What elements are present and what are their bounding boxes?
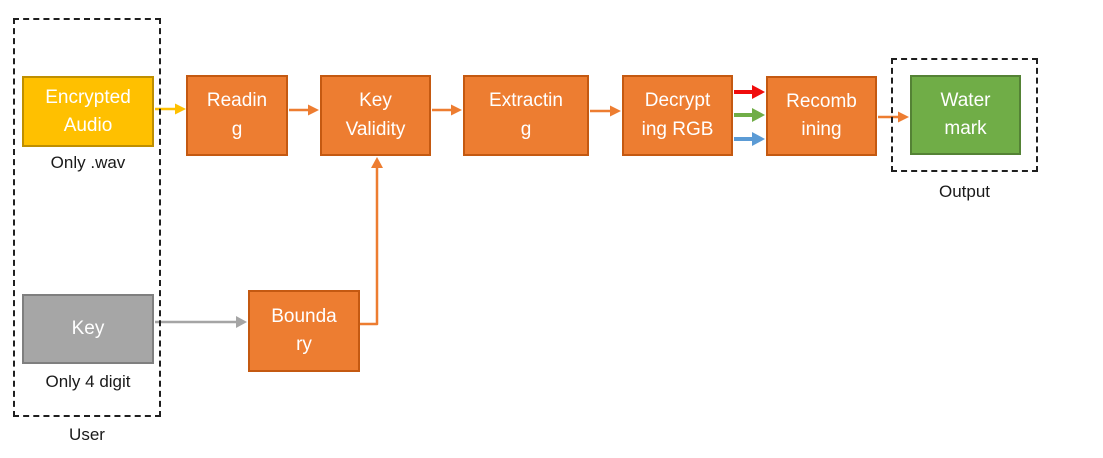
arrow-reading-to-validity bbox=[289, 104, 319, 116]
arrow-key-to-boundary bbox=[155, 316, 247, 328]
arrow-validity-to-extracting bbox=[432, 104, 462, 116]
user-group-box bbox=[13, 18, 161, 417]
node-decrypting-rgb: Decrypt ing RGB bbox=[622, 75, 733, 156]
node-boundary: Bounda ry bbox=[248, 290, 360, 372]
arrow-boundary-to-validity bbox=[360, 157, 383, 326]
arrow-extracting-to-decrypting bbox=[590, 105, 621, 117]
caption-only-4-digit: Only 4 digit bbox=[45, 372, 131, 391]
node-extracting: Extractin g bbox=[463, 75, 589, 156]
caption-only-wav: Only .wav bbox=[50, 153, 126, 172]
node-recombining: Recomb ining bbox=[766, 76, 877, 156]
arrow-red-channel bbox=[734, 85, 765, 99]
node-watermark: Water mark bbox=[910, 75, 1021, 155]
node-key: Key bbox=[22, 294, 154, 364]
arrow-green-channel bbox=[734, 108, 765, 122]
arrow-blue-channel bbox=[734, 132, 765, 146]
output-group-box bbox=[891, 58, 1038, 172]
output-group-label: Output bbox=[938, 182, 991, 201]
node-encrypted-audio: Encrypted Audio bbox=[22, 76, 154, 147]
node-key-validity: Key Validity bbox=[320, 75, 431, 156]
user-group-label: User bbox=[69, 425, 105, 444]
node-reading: Readin g bbox=[186, 75, 288, 156]
